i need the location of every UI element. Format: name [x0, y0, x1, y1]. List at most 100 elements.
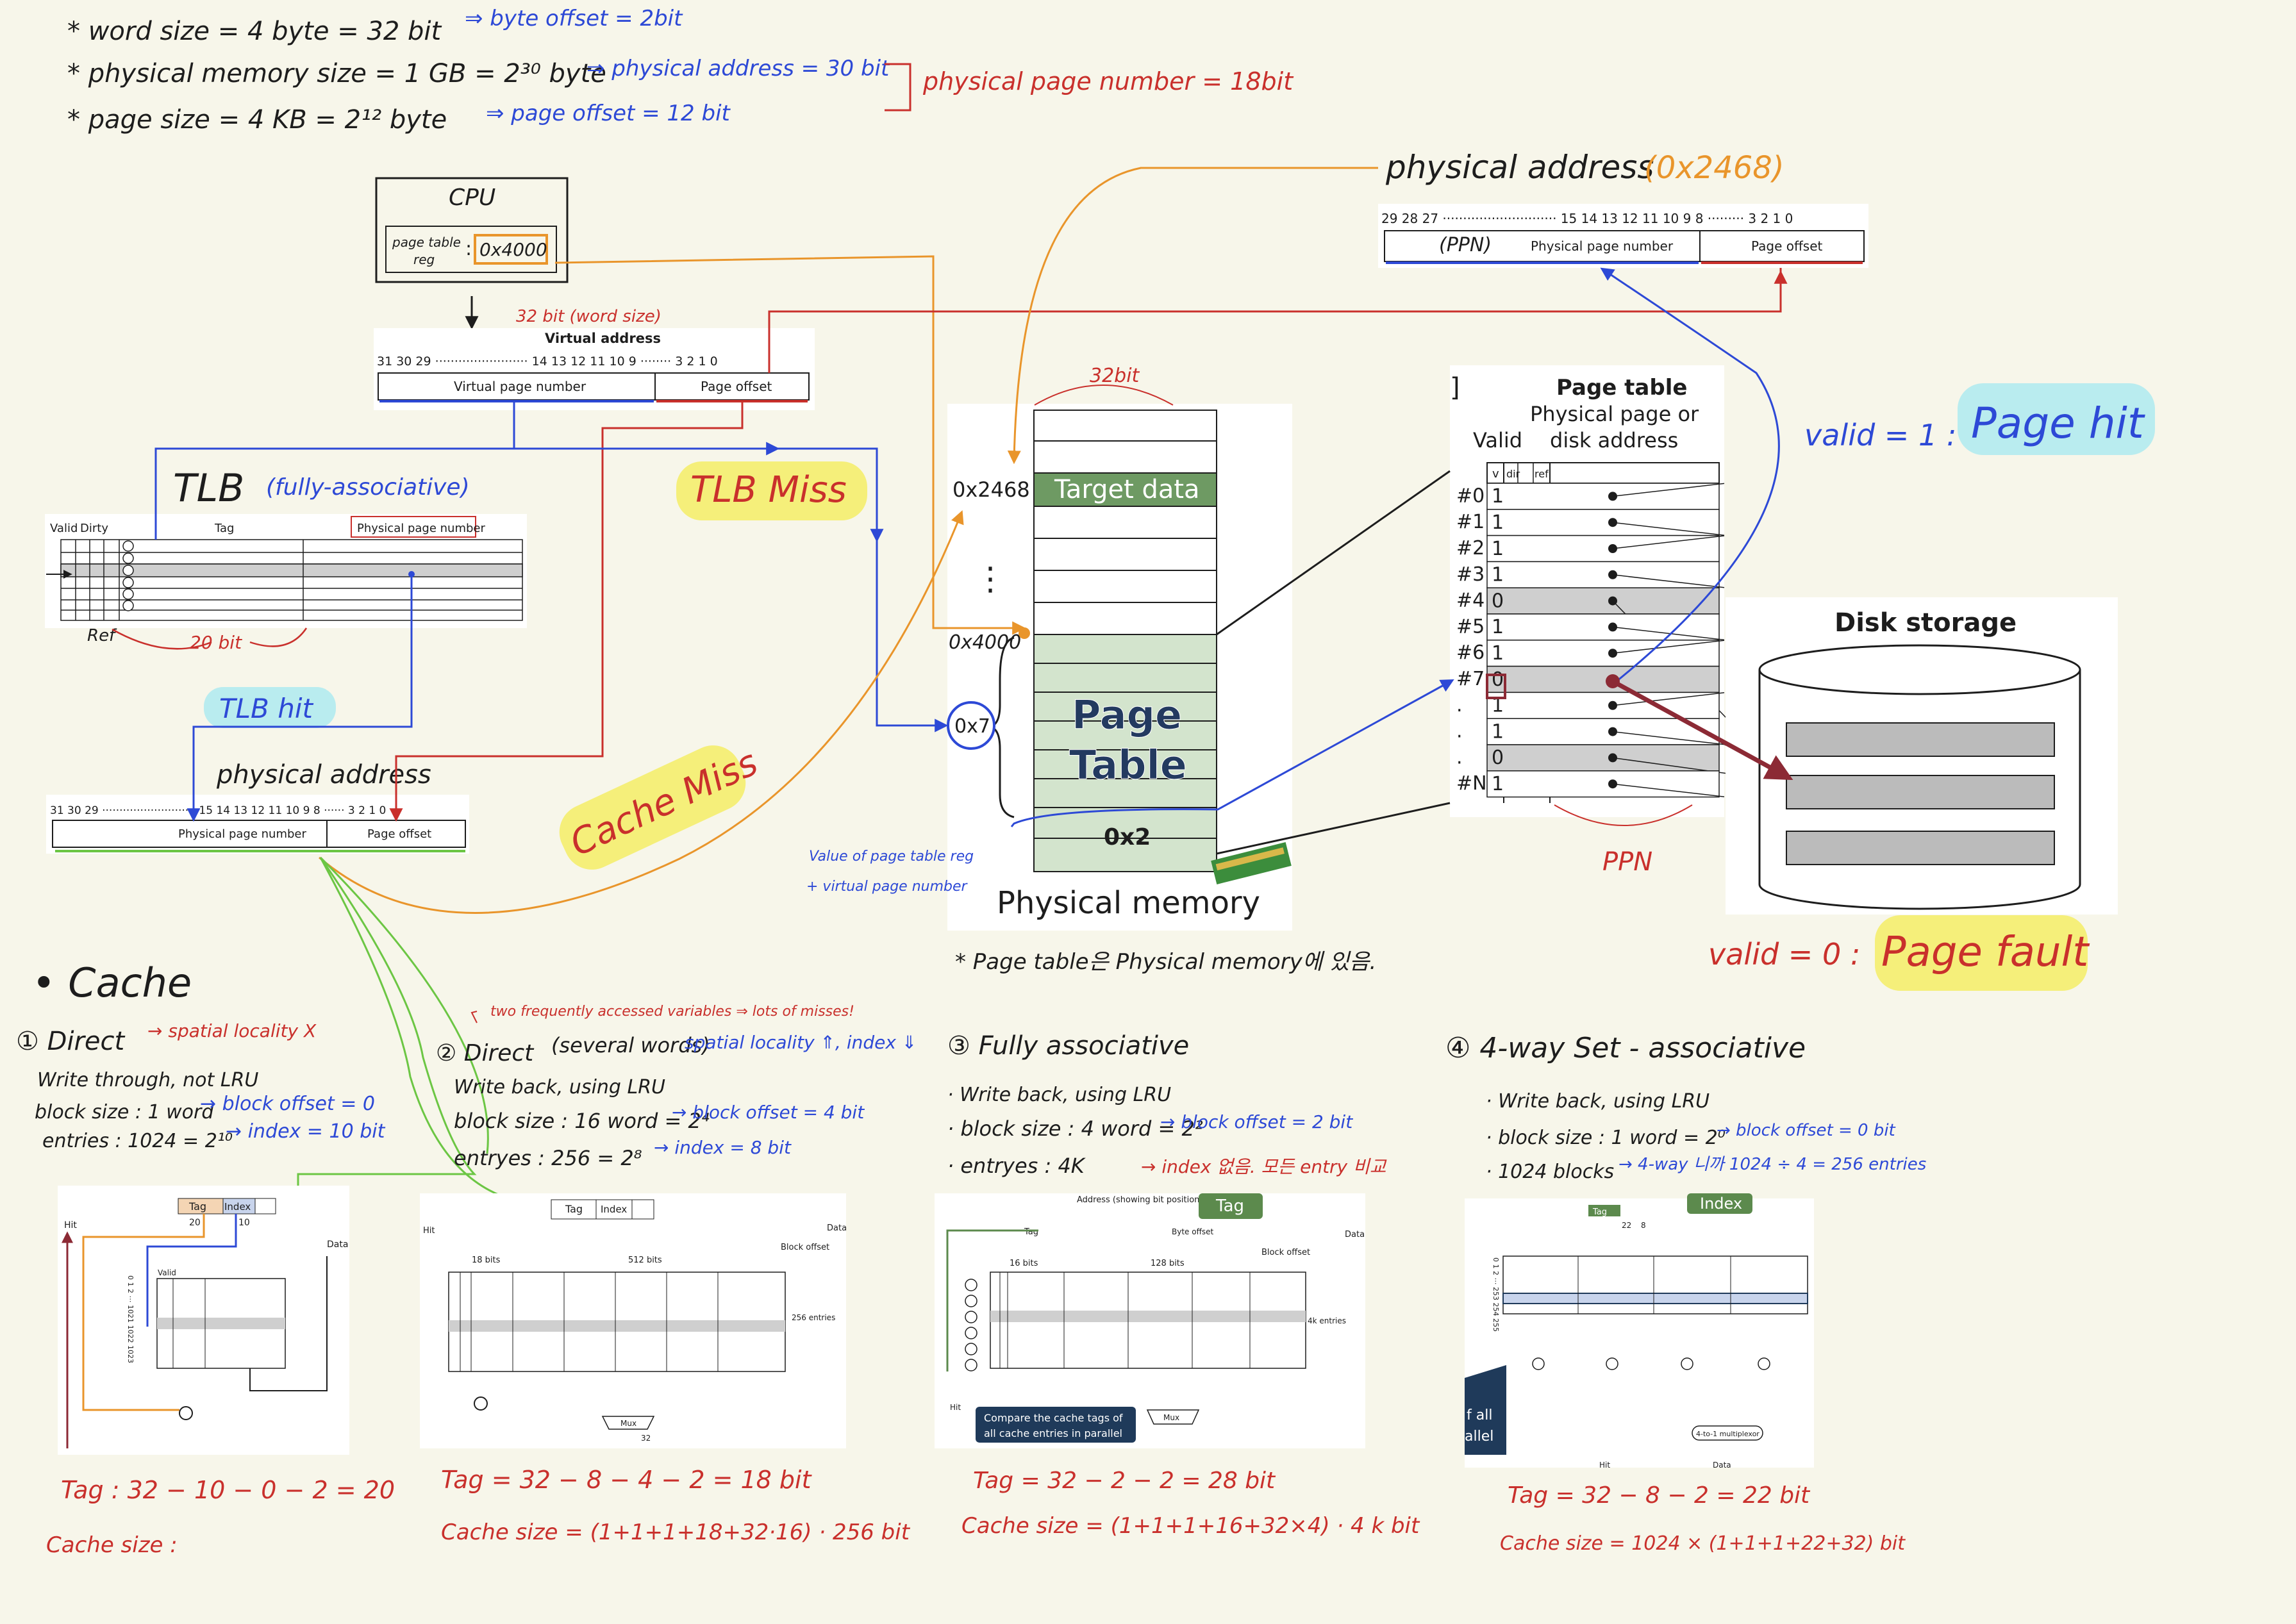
- physical-memory: 32bit 0x2468 Target data ⋮ 0x4000 Page T…: [806, 365, 1376, 975]
- pt-row-label: #6: [1456, 642, 1485, 664]
- c3-title: ③ Fully associative: [947, 1031, 1189, 1061]
- tlb-miss-badge: [676, 461, 867, 520]
- f4-crop-2: allel: [1465, 1429, 1493, 1445]
- c3-tag: Tag = 32 − 2 − 2 = 28 bit: [973, 1468, 1276, 1494]
- reg-label: page table: [392, 235, 461, 250]
- f3-tag: Tag: [1024, 1227, 1038, 1237]
- note-phys-addr: ⇒ physical address = 30 bit: [586, 56, 890, 81]
- pt-row-link: [1612, 731, 1725, 745]
- pt-row: [1486, 509, 1720, 536]
- mem-title: Physical memory: [997, 885, 1260, 921]
- f3-compare-box: [976, 1407, 1136, 1443]
- pt-row-label: #2: [1456, 537, 1485, 559]
- fig-direct-multiword: Tag Index Hit Data 18 bits 512 bits Bloc…: [420, 1193, 847, 1448]
- pt-row-valid: 1: [1492, 720, 1504, 743]
- virtual-address: 32 bit (word size) Virtual address 31 30…: [374, 307, 815, 410]
- fig-4way: Index Tag 22 8 0 1 2 ⋯ 253 254 255 f all…: [1465, 1193, 1814, 1470]
- c4-l2a: → block offset = 0 bit: [1717, 1121, 1896, 1140]
- page-table: ] Page table Physical page or Valid disk…: [1450, 365, 2155, 991]
- f4-rows: 0 1 2 ⋯ 253 254 255: [1492, 1257, 1500, 1332]
- cache-miss-badge: [559, 745, 746, 870]
- f3-128bits: 128 bits: [1151, 1259, 1185, 1268]
- mem-pt-line1: Page: [1072, 692, 1182, 738]
- pa-top-value: (0x2468): [1644, 150, 1784, 186]
- f2-index: Index: [601, 1204, 627, 1215]
- pt-sub2: disk address: [1550, 428, 1678, 452]
- pt-hit: Page hit: [1971, 399, 2145, 448]
- mem-dots: ⋮: [974, 560, 1006, 597]
- c3-size: Cache size = (1+1+1+16+32×4) · 4 k bit: [961, 1513, 1420, 1539]
- cpu-title: CPU: [449, 185, 495, 211]
- mem-index: 0x7: [954, 715, 990, 738]
- f3-mux: Mux: [1163, 1413, 1179, 1422]
- top-notes: * word size = 4 byte = 32 bit ⇒ byte off…: [67, 6, 1294, 135]
- pt-row-valid: 1: [1492, 511, 1504, 534]
- f2-512bits: 512 bits: [628, 1255, 662, 1265]
- pt-row: [1486, 692, 1720, 719]
- c1-l2: block size : 1 word: [35, 1101, 214, 1123]
- f1-index: Index: [224, 1201, 251, 1213]
- f1-20: 20: [189, 1218, 201, 1228]
- pt-row-label: .: [1456, 746, 1463, 768]
- note-ppn-bits: physical page number = 18bit: [922, 67, 1294, 95]
- c2-l2a: → block offset = 4 bit: [672, 1102, 865, 1123]
- fig-fully-assoc: Address (showing bit positions) Tag Tag …: [935, 1193, 1365, 1448]
- c4-l3: · 1024 blocks: [1486, 1161, 1614, 1183]
- mem-note-1: Value of page table reg: [809, 849, 974, 865]
- f2-18bits: 18 bits: [472, 1255, 501, 1265]
- mem-target-data: Target data: [1054, 475, 1200, 504]
- pa-left-bits: 31 30 29 ··························· 15 …: [50, 804, 386, 817]
- pt-row-label: #5: [1456, 615, 1485, 638]
- pa-top-offset: Page offset: [1751, 238, 1823, 254]
- c1-l2a: → block offset = 0: [200, 1093, 375, 1115]
- c3-l1: · Write back, using LRU: [947, 1084, 1171, 1106]
- c1-arrow: → spatial locality X: [147, 1020, 317, 1041]
- c2-l2: block size : 16 word = 2⁴: [454, 1109, 710, 1133]
- va-title: Virtual address: [545, 331, 661, 346]
- pt-hit-label: valid = 1 :: [1804, 418, 1956, 452]
- tlb-comparators: [122, 540, 134, 611]
- pt-row: [1486, 718, 1720, 745]
- pt-row-link: [1612, 522, 1725, 536]
- f4-crop-1: f all: [1467, 1407, 1492, 1423]
- cache-section: • Cache ① Direct → spatial locality X Wr…: [16, 959, 1926, 1558]
- c4-size: Cache size = 1024 × (1+1+1+22+32) bit: [1500, 1532, 1906, 1555]
- f4-hit: Hit: [1599, 1461, 1610, 1470]
- mem-addr-pt: 0x4000: [949, 631, 1021, 654]
- pa-top-ppn-hw: (PPN): [1439, 234, 1492, 256]
- pa-top-bits: 29 28 27 ···························· 15…: [1381, 211, 1793, 226]
- fig-direct-1word: Tag Index Hit Data 20 10 Valid 0 1 2 ⋯ 1…: [58, 1186, 349, 1455]
- f3-block-offset: Block offset: [1261, 1248, 1310, 1257]
- c1-title: ① Direct: [16, 1027, 126, 1056]
- pt-row-link: [1612, 692, 1725, 706]
- pt-row-valid: 1: [1492, 485, 1504, 508]
- pt-row: [1486, 534, 1720, 563]
- pt-row-valid: 1: [1492, 538, 1504, 560]
- pt-bracket: ]: [1450, 373, 1460, 402]
- c2-l1: Write back, using LRU: [454, 1076, 665, 1098]
- va-bits: 31 30 29 ························ 14 13 …: [377, 354, 718, 369]
- pt-row-label: .: [1456, 694, 1463, 717]
- pt-row: [1486, 587, 1720, 615]
- c3-l3a: → index 없음. 모든 entry 비교: [1141, 1156, 1387, 1177]
- f2-hit: Hit: [423, 1226, 435, 1236]
- tlb-subtitle: (fully-associative): [266, 474, 470, 501]
- c4-tag: Tag = 32 − 8 − 2 = 22 bit: [1508, 1482, 1811, 1509]
- f2-tag: Tag: [565, 1203, 583, 1215]
- c4-l2: · block size : 1 word = 2⁰: [1486, 1127, 1726, 1149]
- f4-index-badge-text: Index: [1700, 1195, 1742, 1213]
- pt-row: [1486, 744, 1720, 772]
- va-note: 32 bit (word size): [516, 307, 661, 326]
- f1-data: Data: [327, 1239, 348, 1250]
- cpu-block: CPU page table reg : 0x4000: [375, 177, 569, 330]
- page-table-reg[interactable]: [385, 226, 557, 273]
- pt-row: [1486, 640, 1720, 667]
- cache-title: • Cache: [32, 959, 192, 1006]
- c2-title: ② Direct: [436, 1040, 535, 1066]
- mem-addr-target: 0x2468: [953, 477, 1030, 502]
- c1-l3: entries : 1024 = 2¹⁰: [42, 1130, 233, 1152]
- tlb-hdr-valid: Valid: [50, 522, 78, 535]
- c3-l2: · block size : 4 word = 2²: [947, 1116, 1203, 1141]
- mem-32bit: 32bit: [1090, 365, 1140, 387]
